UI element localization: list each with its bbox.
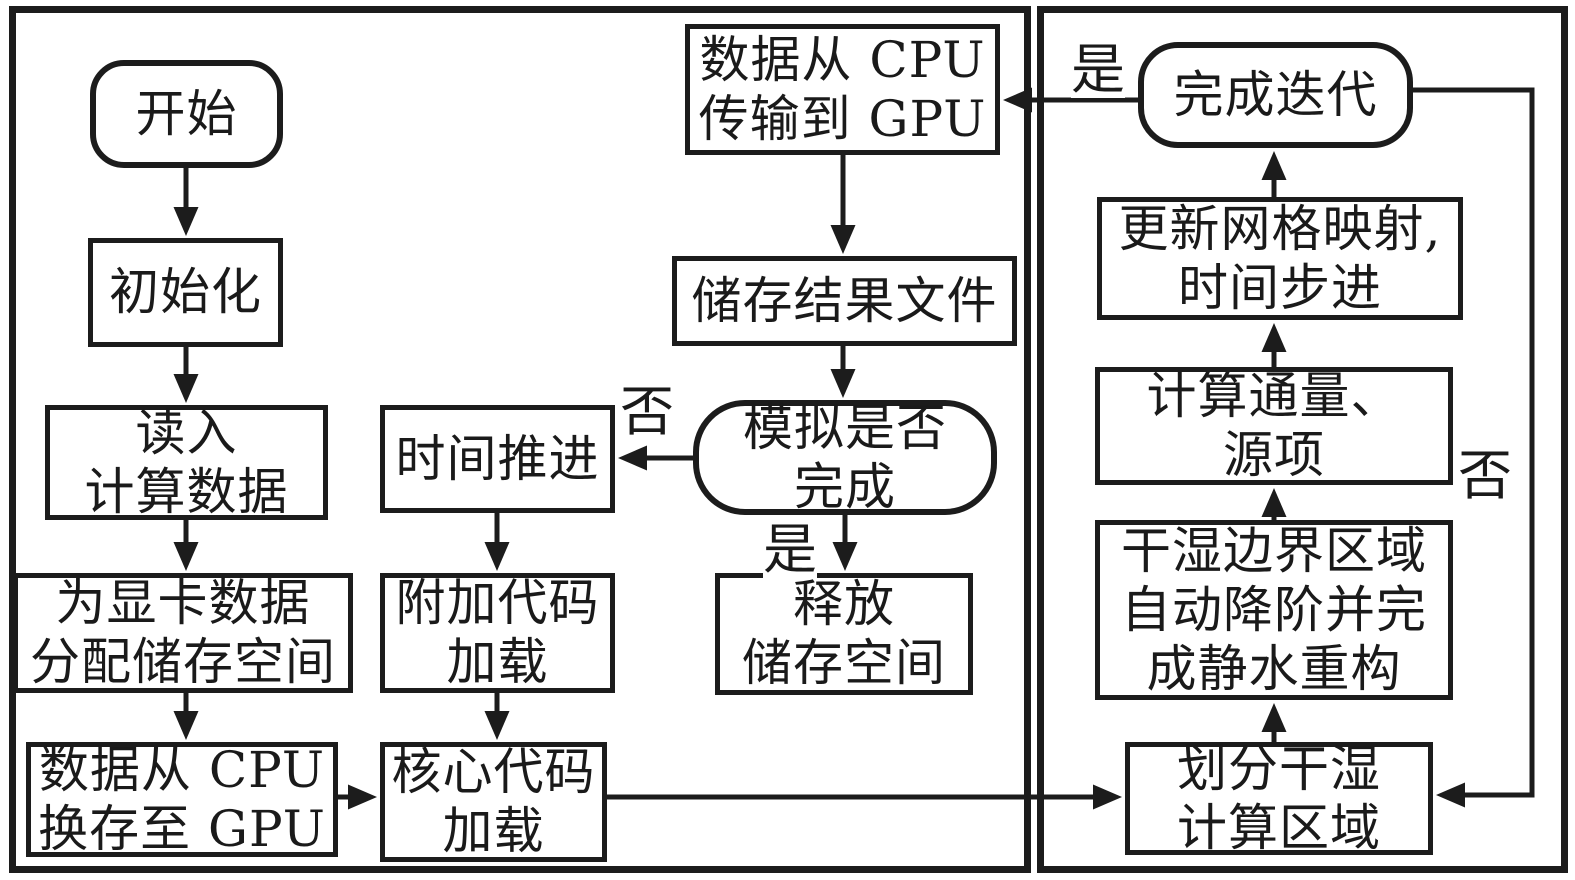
node-release-memory: 释放 储存空间	[715, 573, 973, 695]
node-read-data: 读入 计算数据	[45, 404, 328, 521]
node-finish-iteration: 完成迭代	[1138, 42, 1413, 148]
edge-iter-partition-loop	[1413, 87, 1535, 808]
node-save-result-file: 储存结果文件	[672, 256, 1017, 346]
right-panel-border	[1037, 6, 1568, 873]
label-yes-simulation: 是	[763, 518, 817, 581]
node-swap-cpu-to-gpu: 数据从 CPU 换存至 GPU	[26, 741, 338, 858]
node-extra-code-load: 附加代码 加载	[380, 573, 615, 693]
node-drywet-boundary-reconstruct: 干湿边界区域 自动降阶并完 成静水重构	[1095, 520, 1453, 700]
node-partition-drywet-regions: 划分干湿 计算区域	[1125, 740, 1433, 857]
node-simulation-done-decision: 模拟是否 完成	[693, 399, 997, 516]
node-core-code-load: 核心代码 加载	[380, 742, 607, 862]
left-panel-border	[9, 6, 1031, 873]
label-no-iteration: 否	[1458, 444, 1512, 507]
node-time-advance: 时间推进	[380, 405, 615, 513]
node-initialize: 初始化	[88, 238, 283, 347]
node-start: 开始	[90, 60, 283, 168]
label-no-simulation: 否	[620, 380, 674, 443]
node-update-mesh-mapping: 更新网格映射, 时间步进	[1097, 197, 1463, 320]
node-transfer-cpu-to-gpu: 数据从 CPU 传输到 GPU	[685, 24, 1000, 155]
node-compute-flux-source: 计算通量、 源项	[1095, 367, 1453, 485]
label-yes-iteration: 是	[1071, 38, 1125, 101]
node-alloc-gpu-memory: 为显卡数据 分配储存空间	[13, 573, 353, 693]
